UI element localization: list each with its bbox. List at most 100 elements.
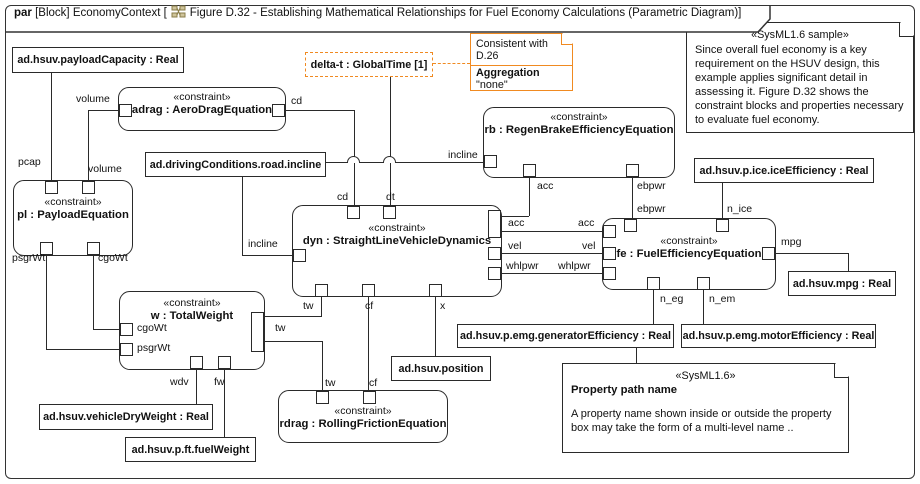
port-ebpwr-rb[interactable] — [626, 164, 639, 177]
connector-pcap[interactable] — [51, 73, 52, 181]
stereotype-label: «constraint» — [163, 297, 221, 309]
pin-label-fw: fw — [214, 376, 225, 388]
connector-psgrwt[interactable] — [46, 349, 120, 350]
connector-x[interactable] — [435, 297, 436, 356]
connector-acc[interactable] — [501, 231, 603, 232]
port-whlpwr-dyn[interactable] — [488, 267, 501, 280]
connector-incline-rb[interactable] — [326, 162, 348, 163]
pin-label-vel: vel — [508, 240, 522, 252]
port-dt-dyn[interactable] — [383, 206, 396, 219]
connector-incline-rb[interactable] — [396, 162, 484, 163]
port-psgrwt-w[interactable] — [120, 343, 133, 356]
port-acc-fe[interactable] — [603, 225, 616, 238]
port-vel-dyn[interactable] — [488, 247, 501, 260]
port-n-em-fe[interactable] — [697, 277, 710, 290]
port-wdv-w[interactable] — [190, 356, 203, 369]
connector-acc-rb[interactable] — [501, 216, 529, 217]
note-property-path-name[interactable]: «SysML1.6» Property path name A property… — [562, 363, 849, 453]
constraint-dyn[interactable]: «constraint» dyn : StraightLineVehicleDy… — [292, 205, 502, 297]
port-x-dyn[interactable] — [429, 284, 442, 297]
property-label: ad.hsuv.position — [398, 362, 484, 375]
port-acc-dyn[interactable] — [488, 210, 501, 238]
pin-label-whlpwr: whlpwr — [558, 260, 591, 272]
port-n-eg-fe[interactable] — [647, 277, 660, 290]
property-mpg[interactable]: ad.hsuv.mpg : Real — [788, 271, 896, 296]
property-driving-conditions[interactable]: ad.drivingConditions.road.incline — [145, 152, 326, 177]
port-fw-w[interactable] — [218, 356, 231, 369]
constraint-rb[interactable]: «constraint» rb : RegenBrakeEfficiencyEq… — [483, 107, 675, 178]
connector-cgowt[interactable] — [93, 256, 94, 329]
property-ice-efficiency[interactable]: ad.hsuv.p.ice.iceEfficiency : Real — [694, 158, 874, 183]
port-tw-rdrag[interactable] — [316, 391, 329, 404]
property-delta-t[interactable]: delta-t : GlobalTime [1] — [305, 52, 433, 77]
connector-cd[interactable] — [286, 110, 354, 111]
port-whlpwr-fe[interactable] — [603, 267, 616, 280]
port-tw-dyn[interactable] — [315, 284, 328, 297]
pin-label-n-eg: n_eg — [660, 293, 684, 305]
port-volume-adrag[interactable] — [119, 104, 132, 117]
connector-n-ice[interactable] — [722, 183, 723, 219]
connector-vel[interactable] — [501, 253, 603, 254]
connector-tw-dyn[interactable] — [264, 316, 322, 317]
port-vel-fe[interactable] — [603, 247, 616, 260]
port-ebpwr-fe[interactable] — [624, 219, 637, 232]
connector-incline-dyn[interactable] — [242, 255, 293, 256]
connector-psgrwt[interactable] — [46, 256, 47, 349]
port-cd-dyn[interactable] — [347, 206, 360, 219]
connector-mpg[interactable] — [776, 253, 848, 254]
pin-label-dt: dt — [386, 191, 395, 203]
connector-dt[interactable] — [390, 77, 391, 206]
constraint-adrag[interactable]: «constraint» adrag : AeroDragEquation — [118, 87, 286, 131]
constraint-pl[interactable]: «constraint» pl : PayloadEquation — [13, 180, 133, 256]
connector-incline-dyn[interactable] — [242, 177, 243, 255]
constraint-rdrag[interactable]: «constraint» rdrag : RollingFrictionEqua… — [278, 390, 448, 443]
pin-label-cd: cd — [337, 191, 349, 203]
connector-whlpwr[interactable] — [501, 273, 603, 274]
pin-label-vel: vel — [582, 240, 596, 252]
port-incline-dyn[interactable] — [293, 249, 306, 262]
connector-tw-rdrag[interactable] — [322, 341, 323, 391]
property-vehicle-dry-weight[interactable]: ad.hsuv.vehicleDryWeight : Real — [39, 404, 213, 430]
port-cgowt-w[interactable] — [120, 323, 133, 336]
port-cd-adrag[interactable] — [272, 104, 285, 117]
connector-fw[interactable] — [224, 370, 225, 437]
diagram-header-text: par [Block] EconomyContext [Figure D.32 … — [14, 5, 741, 19]
port-incline-rb[interactable] — [484, 155, 497, 168]
port-cf-dyn[interactable] — [362, 284, 375, 297]
property-generator-efficiency[interactable]: ad.hsuv.p.emg.generatorEfficiency : Real — [457, 324, 674, 348]
pin-label-cgowt: cgoWt — [98, 252, 128, 264]
property-position[interactable]: ad.hsuv.position — [391, 356, 491, 381]
property-payload-capacity[interactable]: ad.hsuv.payloadCapacity : Real — [12, 47, 184, 73]
property-motor-efficiency[interactable]: ad.hsuv.p.emg.motorEfficiency : Real — [681, 324, 876, 348]
port-psgrwt-pl[interactable] — [40, 242, 53, 255]
connector-cgowt[interactable] — [93, 329, 120, 330]
port-tw-w[interactable] — [251, 312, 264, 352]
port-n-ice-fe[interactable] — [716, 219, 729, 232]
connector-wdv[interactable] — [196, 370, 197, 404]
property-label: ad.drivingConditions.road.incline — [149, 158, 322, 171]
port-acc-rb[interactable] — [523, 164, 536, 177]
port-mpg-fe[interactable] — [762, 247, 775, 260]
connector-cf[interactable] — [368, 297, 369, 391]
connector-incline-rb[interactable] — [360, 162, 384, 163]
connector-tw-rdrag[interactable] — [264, 341, 322, 342]
note-body: Since overall fuel economy is a key requ… — [695, 44, 904, 127]
note-sysml16-sample[interactable]: «SysML1.6 sample» Since overall fuel eco… — [686, 22, 914, 133]
constraint-fe[interactable]: «constraint» fe : FuelEfficiencyEquation — [602, 218, 776, 290]
connector-volume[interactable] — [88, 110, 119, 111]
port-cgowt-pl[interactable] — [87, 242, 100, 255]
property-fuel-weight[interactable]: ad.hsuv.p.ft.fuelWeight — [125, 437, 256, 462]
connector-n-eg[interactable] — [653, 290, 654, 324]
connector-acc-rb[interactable] — [529, 178, 530, 216]
connector-ebpwr[interactable] — [632, 178, 633, 219]
note-consistent-with-d26[interactable]: Consistent with D.26 Aggregation "none" — [470, 33, 573, 91]
port-cf-rdrag[interactable] — [363, 391, 376, 404]
port-pcap[interactable] — [45, 181, 58, 194]
connector-n-em[interactable] — [703, 290, 704, 324]
port-volume-pl[interactable] — [82, 181, 95, 194]
connector-mpg[interactable] — [848, 253, 849, 271]
pin-label-cf: cf — [369, 377, 378, 389]
connector-volume[interactable] — [88, 110, 89, 181]
connector-tw-dyn[interactable] — [321, 297, 322, 316]
diagram-header-tab[interactable] — [6, 6, 776, 33]
